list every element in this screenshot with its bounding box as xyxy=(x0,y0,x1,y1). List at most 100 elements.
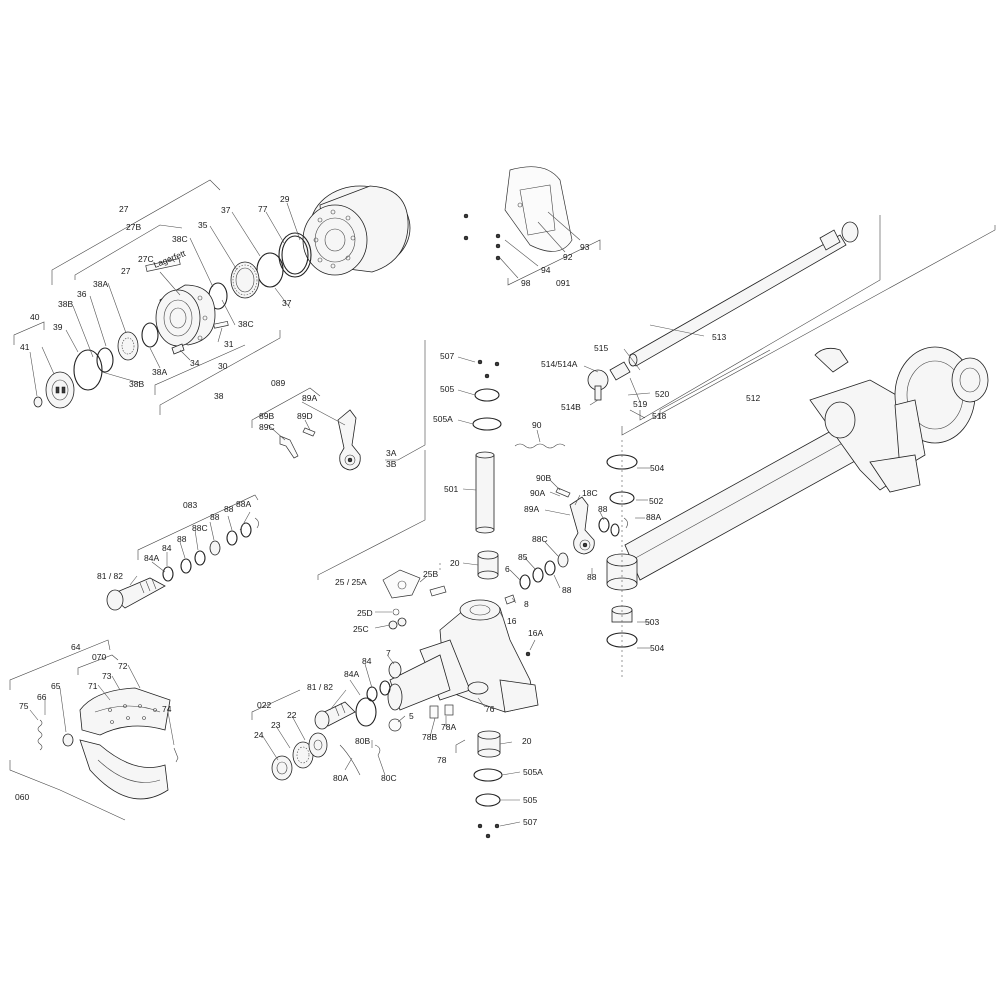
label-38A: 38A xyxy=(93,279,108,289)
label-8: 8 xyxy=(524,599,529,609)
group-brackets xyxy=(9,179,996,821)
bushing-20-lower xyxy=(477,730,501,758)
label-7: 7 xyxy=(386,648,391,658)
label-16: 16 xyxy=(507,616,517,626)
label-89A-2: 89A xyxy=(524,504,539,514)
label-88C: 88C xyxy=(192,523,208,533)
label-38A-2: 38A xyxy=(152,367,167,377)
label-98: 98 xyxy=(521,278,531,288)
label-507: 507 xyxy=(440,351,454,361)
label-25B: 25B xyxy=(423,569,438,579)
label-060: 060 xyxy=(15,792,29,802)
bearing-36 xyxy=(117,331,139,361)
label-65: 65 xyxy=(51,681,61,691)
label-502: 502 xyxy=(649,496,663,506)
label-3B: 3B xyxy=(386,459,397,469)
axle-beam xyxy=(624,346,989,581)
label-6: 6 xyxy=(505,564,510,574)
ring-38B xyxy=(96,347,114,373)
label-504: 504 xyxy=(650,463,664,473)
label-505A: 505A xyxy=(433,414,453,424)
label-504-2: 504 xyxy=(650,643,664,653)
label-92: 92 xyxy=(563,252,573,262)
leader-lines xyxy=(29,202,705,827)
label-29: 29 xyxy=(280,194,290,204)
label-022: 022 xyxy=(257,700,271,710)
label-24: 24 xyxy=(254,730,264,740)
label-25C: 25C xyxy=(353,624,369,634)
label-88-3: 88 xyxy=(177,534,187,544)
label-513: 513 xyxy=(712,332,726,342)
hub-cap-40 xyxy=(45,371,75,409)
tie-rod xyxy=(609,221,859,381)
label-38B-2: 38B xyxy=(129,379,144,389)
label-80A: 80A xyxy=(333,773,348,783)
label-88-6: 88 xyxy=(587,572,597,582)
label-88-4: 88 xyxy=(598,504,608,514)
label-84A-2: 84A xyxy=(344,669,359,679)
label-30: 30 xyxy=(218,361,228,371)
label-90: 90 xyxy=(532,420,542,430)
wheel-hub xyxy=(155,284,216,350)
label-31: 31 xyxy=(224,339,234,349)
seal-38A xyxy=(141,322,159,348)
king-pin-501 xyxy=(475,451,495,534)
part-labels: 27 27B 27C 27 Lagerfett 38C 35 37 77 29 … xyxy=(15,194,760,827)
label-80B: 80B xyxy=(355,736,370,746)
plate-25 xyxy=(382,569,421,599)
label-38: 38 xyxy=(214,391,224,401)
label-84-2: 84 xyxy=(362,656,372,666)
label-39: 39 xyxy=(53,322,63,332)
steering-knuckle xyxy=(387,599,539,713)
label-89B: 89B xyxy=(259,411,274,421)
label-519: 519 xyxy=(633,399,647,409)
label-78: 78 xyxy=(437,755,447,765)
label-505: 505 xyxy=(440,384,454,394)
label-38C: 38C xyxy=(172,234,188,244)
label-84: 84 xyxy=(162,543,172,553)
label-18C: 18C xyxy=(582,488,598,498)
label-27C: 27C xyxy=(138,254,154,264)
label-5: 5 xyxy=(409,711,414,721)
label-40: 40 xyxy=(30,312,40,322)
label-90A: 90A xyxy=(530,488,545,498)
label-75: 75 xyxy=(19,701,29,711)
label-25-25A: 25 / 25A xyxy=(335,577,367,587)
label-20-2: 20 xyxy=(522,736,532,746)
label-78A: 78A xyxy=(441,722,456,732)
bushing-20 xyxy=(477,550,499,580)
spacer-503 xyxy=(611,605,633,623)
label-507-2: 507 xyxy=(523,817,537,827)
label-070: 070 xyxy=(92,652,106,662)
label-501: 501 xyxy=(444,484,458,494)
ring-77 xyxy=(278,232,312,278)
label-503: 503 xyxy=(645,617,659,627)
label-505A-2: 505A xyxy=(523,767,543,777)
brake-drum xyxy=(302,185,411,276)
label-85: 85 xyxy=(518,552,528,562)
label-88C-2: 88C xyxy=(532,534,548,544)
label-34: 34 xyxy=(190,358,200,368)
label-083: 083 xyxy=(183,500,197,510)
camshaft-81 xyxy=(106,577,166,611)
label-27b: 27 xyxy=(121,266,131,276)
label-512: 512 xyxy=(746,393,760,403)
label-091: 091 xyxy=(556,278,570,288)
label-84A: 84A xyxy=(144,553,159,563)
ring-37 xyxy=(256,252,284,288)
label-27: 27 xyxy=(119,204,129,214)
label-38B: 38B xyxy=(58,299,73,309)
chamber-022 xyxy=(271,732,328,781)
bearing-35 xyxy=(230,261,260,299)
label-88A: 88A xyxy=(236,499,251,509)
ring-39 xyxy=(73,349,103,391)
label-88-2: 88 xyxy=(210,512,220,522)
label-73: 73 xyxy=(102,671,112,681)
label-515: 515 xyxy=(594,343,608,353)
label-88-5: 88 xyxy=(562,585,572,595)
brake-shoe-upper xyxy=(79,687,171,736)
label-90B: 90B xyxy=(536,473,551,483)
label-41: 41 xyxy=(20,342,30,352)
label-78B: 78B xyxy=(422,732,437,742)
label-76: 76 xyxy=(485,704,495,714)
